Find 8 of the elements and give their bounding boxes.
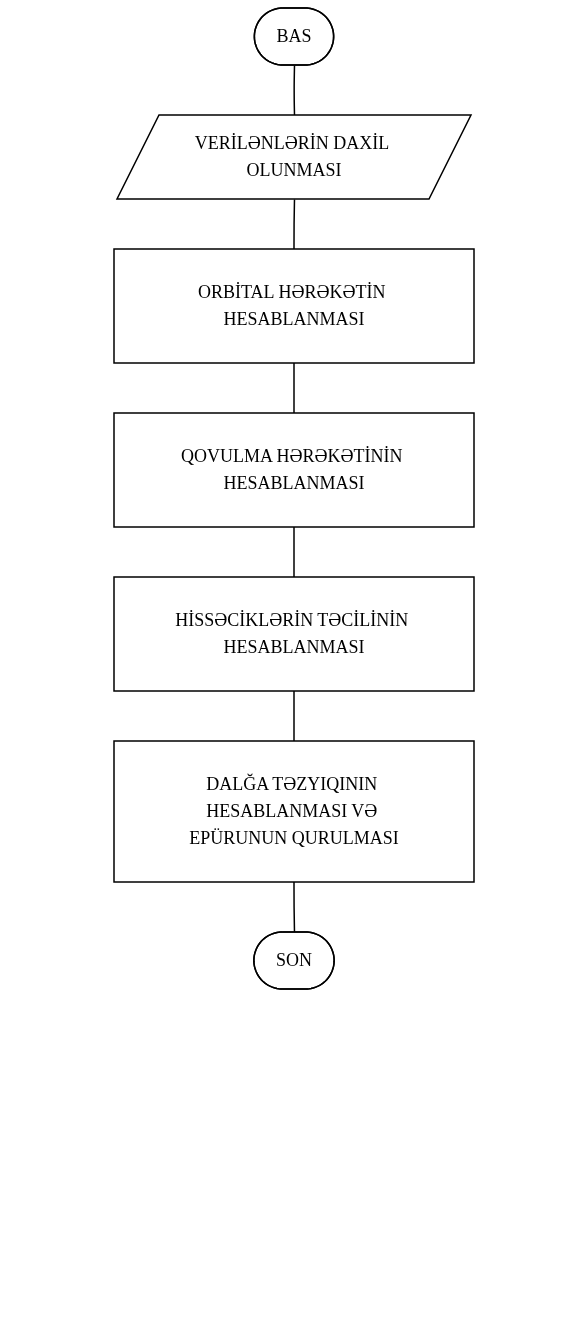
node-box: DALĞA TƏZYIQININ HESABLANMASI VƏ EPÜRUNUN QURULMASI — [113, 740, 475, 883]
connector — [293, 526, 295, 578]
connector — [293, 690, 295, 742]
connector — [293, 881, 296, 934]
node-box: HİSSƏCİKLƏRİN TƏCİLİNİN HESABLANMASI — [113, 576, 475, 692]
node-box: QOVULMA HƏRƏKƏTİNİN HESABLANMASI — [113, 412, 475, 528]
connector — [293, 362, 295, 414]
node-box: ORBİTAL HƏRƏKƏTİN HESABLANMASI — [113, 248, 475, 364]
